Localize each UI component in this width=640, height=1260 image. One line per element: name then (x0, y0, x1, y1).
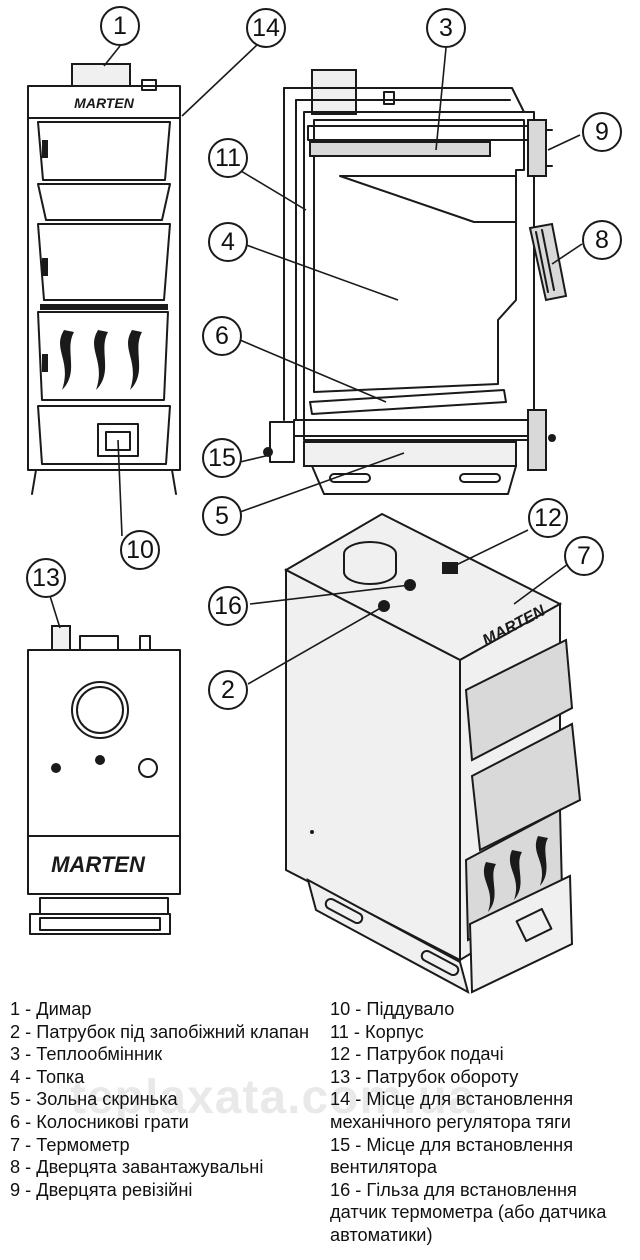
front-firebox-door (37, 311, 169, 401)
legend-item: 5 - Зольна скринька (10, 1089, 178, 1110)
svg-text:10: 10 (126, 536, 154, 564)
legend-item: 7 - Термометр (10, 1134, 130, 1155)
flame-icon (60, 330, 74, 390)
isometric-view: MARTEN (283, 512, 582, 994)
fan-mount (269, 421, 295, 463)
front-logo: MARTEN (74, 95, 135, 111)
callout-4: 4 (208, 222, 248, 262)
svg-text:14: 14 (252, 14, 280, 42)
flame-icon (128, 330, 142, 390)
leader-lines (49, 43, 583, 685)
legend-item: 12 - Патрубок подачі (330, 1044, 504, 1065)
ash-door-side (527, 409, 547, 471)
grate (309, 389, 507, 415)
cutaway-jacket (283, 87, 297, 421)
front-body (27, 117, 181, 471)
svg-text:5: 5 (215, 502, 229, 530)
callout-14: 14 (246, 8, 286, 48)
callout-16: 16 (208, 586, 248, 626)
heat-exchanger (309, 141, 491, 157)
callout-15: 15 (202, 438, 242, 478)
iso-loading-door (470, 722, 582, 852)
legend-item: 4 - Топка (10, 1066, 85, 1087)
cutaway-view (263, 69, 568, 495)
legend-item: 14 - Місце для встановлення механічного … (330, 1089, 574, 1132)
legend-item: 9 - Дверцята ревізійні (10, 1179, 193, 1200)
svg-text:7: 7 (577, 542, 591, 570)
cutaway-chimney (311, 69, 357, 115)
iso-ash-door (468, 874, 574, 994)
back-view: MARTEN (27, 625, 181, 935)
back-logo: MARTEN (51, 852, 146, 877)
svg-text:15: 15 (208, 444, 236, 472)
baffle (339, 175, 517, 223)
svg-text:6: 6 (215, 322, 229, 350)
legend-item: 2 - Патрубок під запобіжний клапан (10, 1021, 310, 1042)
svg-text:9: 9 (595, 118, 609, 146)
front-revision-door (37, 121, 171, 181)
legend-item: 3 - Теплообмінник (10, 1044, 163, 1065)
iso-revision-door (464, 638, 574, 762)
svg-text:16: 16 (214, 592, 242, 620)
callout-5: 5 (202, 496, 242, 536)
callout-3: 3 (426, 8, 466, 48)
callout-7: 7 (564, 536, 604, 576)
svg-text:12: 12 (534, 504, 562, 532)
svg-text:2: 2 (221, 676, 235, 704)
legend-item: 6 - Колосникові грати (10, 1111, 189, 1132)
callout-9: 9 (582, 112, 622, 152)
front-ash-door (37, 405, 171, 465)
legend-item: 15 - Місце для встановлення вентилятора (330, 1134, 574, 1178)
svg-text:8: 8 (595, 226, 609, 254)
front-chimney (71, 63, 131, 87)
revision-door-side (527, 119, 547, 177)
svg-text:4: 4 (221, 228, 235, 256)
back-body (27, 649, 181, 895)
callout-8: 8 (582, 220, 622, 260)
callout-2: 2 (208, 670, 248, 710)
callout-13: 13 (26, 558, 66, 598)
legend-right: 10 - Піддувало 11 - Корпус 12 - Патрубок… (330, 998, 636, 1247)
flame-icon (94, 330, 108, 390)
legend-item: 10 - Піддувало (330, 999, 455, 1019)
front-loading-door (37, 223, 171, 301)
back-flue-opening (71, 681, 129, 739)
legend-item: 11 - Корпус (330, 1021, 424, 1042)
legend-left: 1 - Димар 2 - Патрубок під запобіжний кл… (10, 998, 328, 1201)
callout-6: 6 (202, 316, 242, 356)
ash-box (303, 441, 517, 467)
legend-item: 8 - Дверцята завантажувальні (10, 1157, 264, 1178)
svg-text:13: 13 (32, 564, 60, 592)
return-pipe (51, 625, 71, 651)
legend: 1 - Димар 2 - Патрубок під запобіжний кл… (0, 998, 640, 1260)
svg-text:1: 1 (113, 12, 127, 40)
front-view: MARTEN (27, 63, 181, 495)
legend-item: 16 - Гільза для встановлення датчик терм… (330, 1179, 607, 1245)
legend-item: 13 - Патрубок обороту (330, 1066, 519, 1087)
svg-text:3: 3 (439, 14, 453, 42)
boiler-diagram: MARTEN (26, 6, 622, 994)
callout-1: 1 (100, 6, 140, 46)
callout-10: 10 (120, 530, 160, 570)
svg-text:11: 11 (215, 144, 241, 172)
callout-11: 11 (208, 138, 248, 178)
legend-item: 1 - Димар (10, 999, 92, 1019)
callout-12: 12 (528, 498, 568, 538)
